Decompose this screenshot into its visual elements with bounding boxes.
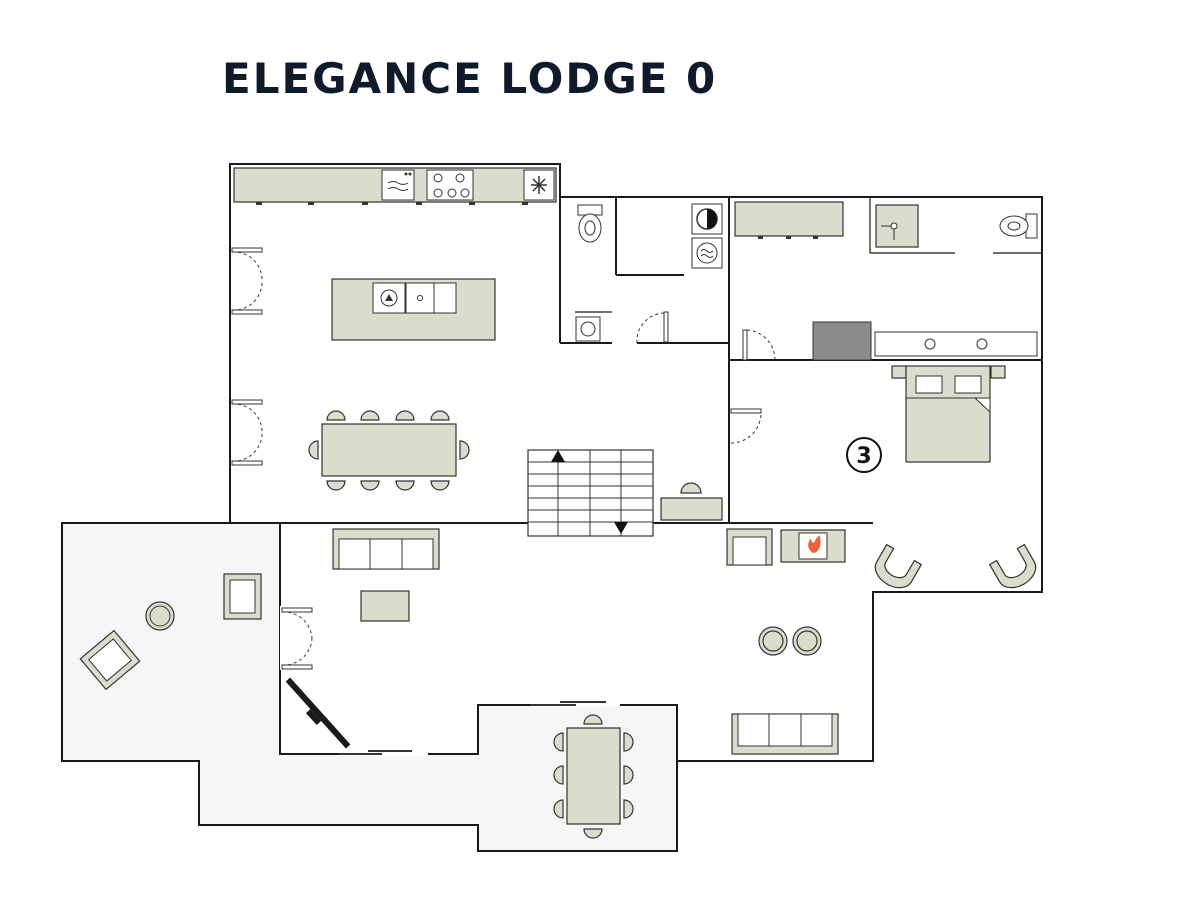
staircase-arrow-up-icon (551, 450, 565, 462)
tv (285, 677, 351, 749)
room-number-badge (846, 437, 882, 473)
staircase (527, 449, 654, 537)
dark-block (812, 321, 872, 361)
side-table (145, 601, 175, 631)
sink-icon (405, 282, 457, 314)
double-bed (891, 365, 1006, 463)
armchair (79, 629, 141, 691)
dining-chairs (308, 410, 470, 491)
desk (660, 482, 723, 521)
stools (758, 626, 822, 656)
toilet-icon (999, 213, 1038, 239)
vanity-unit (874, 331, 1038, 357)
sliding-doors (338, 701, 620, 756)
sink-icon (575, 316, 601, 342)
oven-icon (381, 169, 415, 201)
staircase-arrow-down-icon (614, 522, 628, 534)
terrace-door (280, 606, 313, 670)
washing-machine-icon (691, 203, 723, 235)
fireplace-icon (808, 535, 821, 553)
toilet-icon (577, 204, 603, 243)
sofa (332, 528, 440, 570)
sofa (731, 713, 839, 755)
kitchen-island (331, 278, 496, 341)
dryer-icon (691, 237, 723, 269)
bathroom-partitions (575, 197, 1042, 313)
fireplace (780, 529, 846, 563)
wardrobe (734, 201, 844, 239)
armchair (223, 573, 262, 620)
freezer-icon (523, 169, 555, 201)
room-number: 3 (856, 444, 871, 469)
dining-table-terrace (553, 714, 634, 839)
hob-icon (426, 169, 474, 201)
kitchen-doors (231, 247, 263, 466)
armchair (988, 543, 1037, 589)
kitchen-counter (233, 167, 557, 205)
page-title: ELEGANCE LODGE 0 (222, 54, 718, 103)
armchair (726, 528, 773, 566)
armchair (874, 543, 923, 589)
dining-table-interior (308, 410, 470, 491)
coffee-table (360, 590, 410, 622)
shower-icon (875, 204, 919, 248)
